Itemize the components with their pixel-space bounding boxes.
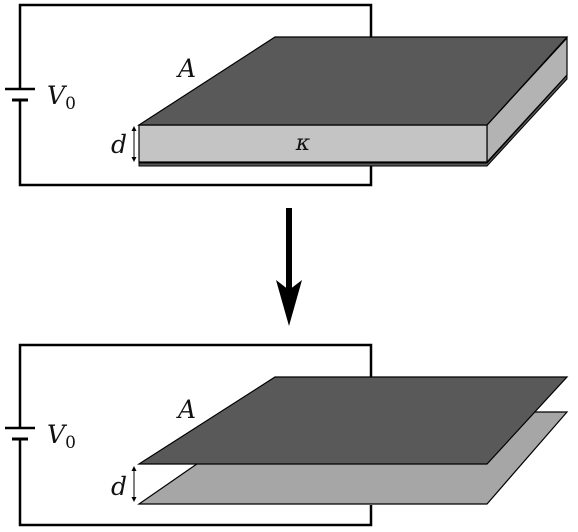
voltage-subscript: 0 (65, 433, 76, 453)
voltage-label-top: V0 (47, 81, 76, 114)
voltage-subscript: 0 (65, 94, 76, 114)
transition-arrow (276, 208, 302, 326)
panel-without-dielectric: V0 A d (5, 343, 569, 527)
separation-arrowhead-down-top (131, 157, 137, 162)
area-label-bottom: A (176, 395, 196, 424)
voltage-label-bottom: V0 (47, 420, 76, 453)
bottom-plate-with-dielectric (138, 73, 568, 167)
top-plate-without-dielectric (136, 376, 569, 465)
separation-arrowhead-up-bottom (131, 466, 137, 471)
battery-gap-top (12, 89, 28, 101)
arrow-head (276, 280, 302, 326)
area-label-top: A (176, 54, 196, 83)
voltage-symbol: V (47, 420, 68, 449)
separation-label-bottom: d (111, 472, 127, 501)
separation-label-top: d (111, 130, 127, 159)
dielectric-front-face (138, 124, 488, 163)
top-plate-with-dielectric (136, 36, 569, 126)
voltage-symbol: V (47, 81, 68, 110)
separation-arrowhead-down-bottom (131, 497, 137, 502)
dielectric-label: κ (295, 131, 311, 156)
separation-arrowhead-up-top (131, 126, 137, 131)
panel-with-dielectric: V0 κ A d (5, 3, 569, 187)
battery-gap-bottom (12, 428, 28, 440)
